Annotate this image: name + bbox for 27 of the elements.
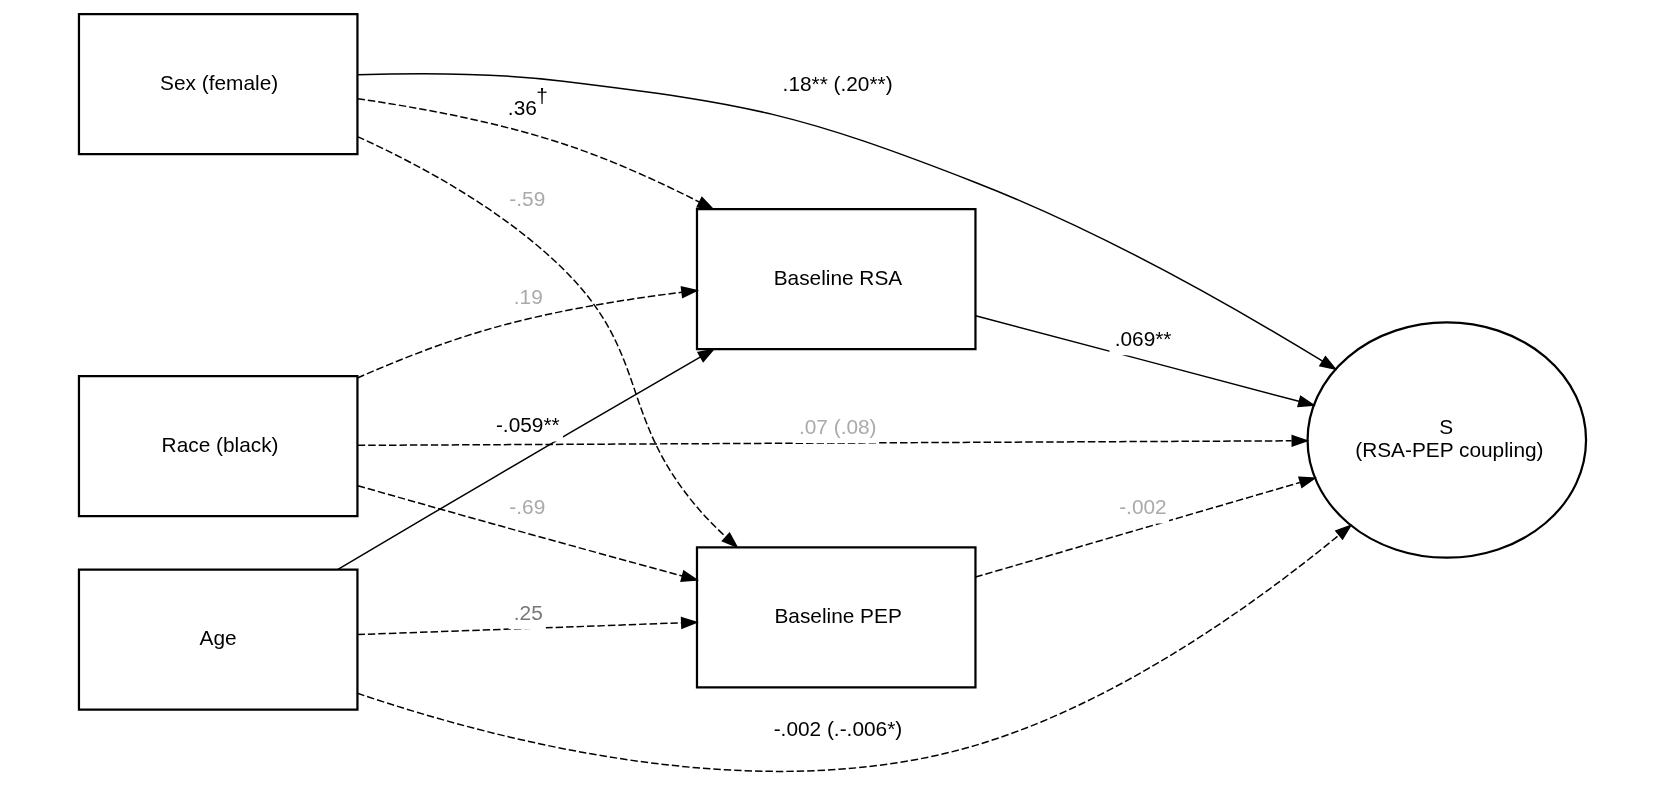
edge-label: .07 (.08) bbox=[798, 414, 877, 438]
arrow bbox=[356, 135, 739, 549]
arrow bbox=[356, 286, 699, 379]
node-box: Baseline RSA bbox=[695, 208, 977, 351]
arrow bbox=[356, 524, 1352, 772]
edge-label: -.002 bbox=[1118, 495, 1167, 519]
node-box: Age bbox=[77, 568, 359, 711]
arrow bbox=[974, 314, 1316, 408]
node-box: Sex (female) bbox=[77, 13, 359, 156]
edge-label: -.059** bbox=[495, 413, 560, 437]
arrow bbox=[356, 616, 699, 636]
edge-label: -.59 bbox=[508, 186, 545, 210]
node-box: Baseline PEP bbox=[695, 546, 977, 689]
arrow bbox=[336, 348, 715, 571]
arrow bbox=[974, 476, 1317, 578]
node-ellipse: S (RSA-PEP coupling) bbox=[1305, 321, 1587, 559]
arrow bbox=[356, 73, 1337, 371]
edge-label: .19 bbox=[513, 285, 543, 309]
edge-label: .25 bbox=[513, 600, 543, 624]
edge-label: .069** bbox=[1114, 326, 1171, 350]
node-box: Race (black) bbox=[77, 374, 359, 518]
edge-label: .18** (.20**) bbox=[782, 72, 893, 96]
arrow bbox=[356, 434, 1309, 448]
edge-label: -.002 (.-.006*) bbox=[773, 716, 902, 740]
arrow bbox=[356, 98, 715, 210]
arrow bbox=[356, 484, 699, 582]
edge-label: -.69 bbox=[508, 495, 545, 519]
